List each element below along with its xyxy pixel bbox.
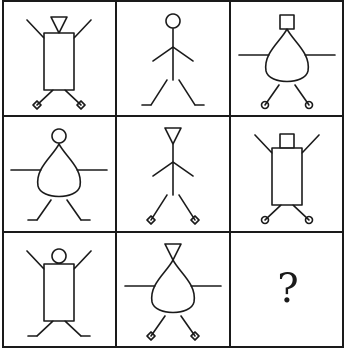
figure-cell-6 [255,134,319,224]
rectangle-body [272,148,302,205]
rectangle-body [44,33,74,90]
figure-cell-4 [11,129,107,220]
right-arm [173,162,193,176]
circle-head [166,14,180,28]
question-mark: ? [277,266,298,312]
figure-cell-3 [239,15,335,109]
right-arm [302,135,319,153]
drop-body [266,29,309,82]
circle-head [52,249,66,263]
drop-body [38,144,81,197]
figure-cell-5 [147,128,199,224]
figure-cell-8 [125,244,221,340]
left-arm [27,20,44,38]
left-arm [255,135,272,153]
left-leg [151,80,167,105]
circle-head [52,129,66,143]
figure-cell-1 [27,17,91,109]
square-head [280,134,294,148]
right-leg [67,200,81,220]
triangle-head [51,17,67,33]
left-leg [37,321,53,336]
right-arm [173,47,193,61]
left-leg [37,200,51,220]
left-leg [151,195,167,220]
right-arm [74,20,91,38]
triangle-head [165,244,181,260]
left-arm [153,47,173,61]
triangle-head [165,128,181,144]
rectangle-body [44,264,74,321]
drop-body [152,260,195,313]
left-arm [27,251,44,269]
figure-cell-2 [142,14,204,105]
right-leg [65,321,81,336]
figure-cell-7 [27,249,91,336]
left-arm [153,162,173,176]
right-leg [179,195,195,220]
right-leg [179,80,195,105]
square-head [280,15,294,29]
right-arm [74,251,91,269]
